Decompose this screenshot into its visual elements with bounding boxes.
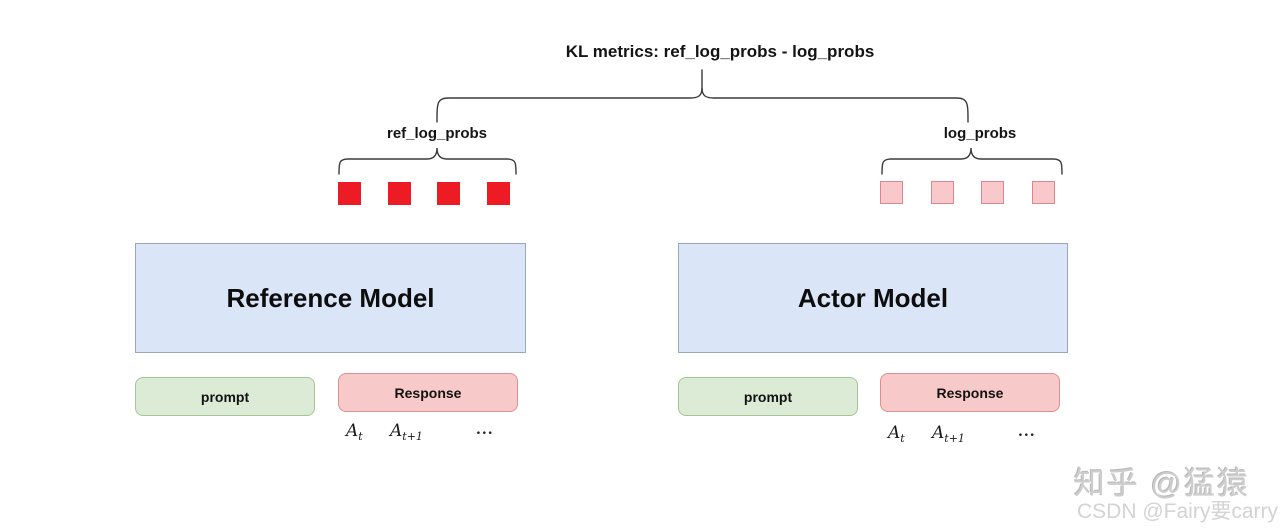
math-ellipsis: ... bbox=[476, 422, 494, 438]
math-ellipsis: ... bbox=[1018, 424, 1036, 440]
reference-model-box: Reference Model bbox=[135, 243, 526, 353]
ref-token-square bbox=[437, 182, 461, 205]
math-a-t1: At+1 bbox=[390, 421, 423, 443]
log-probs-label: log_probs bbox=[943, 125, 1017, 142]
reference-prompt-box: prompt bbox=[135, 377, 315, 416]
math-a-t: At bbox=[346, 421, 363, 443]
actor-token-square bbox=[880, 181, 903, 204]
actor-token-row bbox=[880, 181, 1055, 205]
actor-prompt-box: prompt bbox=[678, 377, 858, 416]
actor-brace bbox=[881, 147, 1063, 175]
ref-token-square bbox=[338, 182, 361, 205]
ref-token-square bbox=[387, 182, 411, 205]
ref-log-probs-label: ref_log_probs bbox=[386, 125, 488, 142]
ref-token-row bbox=[338, 182, 510, 206]
actor-response-token-math: At At+1 ... bbox=[880, 423, 1060, 449]
reference-response-box: Response bbox=[338, 373, 518, 412]
ref-token-square bbox=[486, 182, 510, 205]
actor-model-box: Actor Model bbox=[678, 243, 1068, 353]
actor-token-square bbox=[930, 181, 954, 204]
actor-token-square bbox=[981, 181, 1005, 204]
ref-brace bbox=[338, 147, 517, 175]
math-a-t1: At+1 bbox=[932, 423, 965, 445]
reference-response-token-math: At At+1 ... bbox=[338, 421, 518, 447]
actor-token-square bbox=[1031, 181, 1055, 204]
math-a-t: At bbox=[888, 423, 905, 445]
zhihu-watermark: 知乎 @猛猿 bbox=[1073, 466, 1250, 501]
big-brace bbox=[436, 87, 969, 123]
diagram-title: KL metrics: ref_log_probs - log_probs bbox=[565, 42, 875, 61]
csdn-watermark: CSDN @Fairy要carry bbox=[1077, 500, 1278, 523]
actor-response-box: Response bbox=[880, 373, 1060, 412]
